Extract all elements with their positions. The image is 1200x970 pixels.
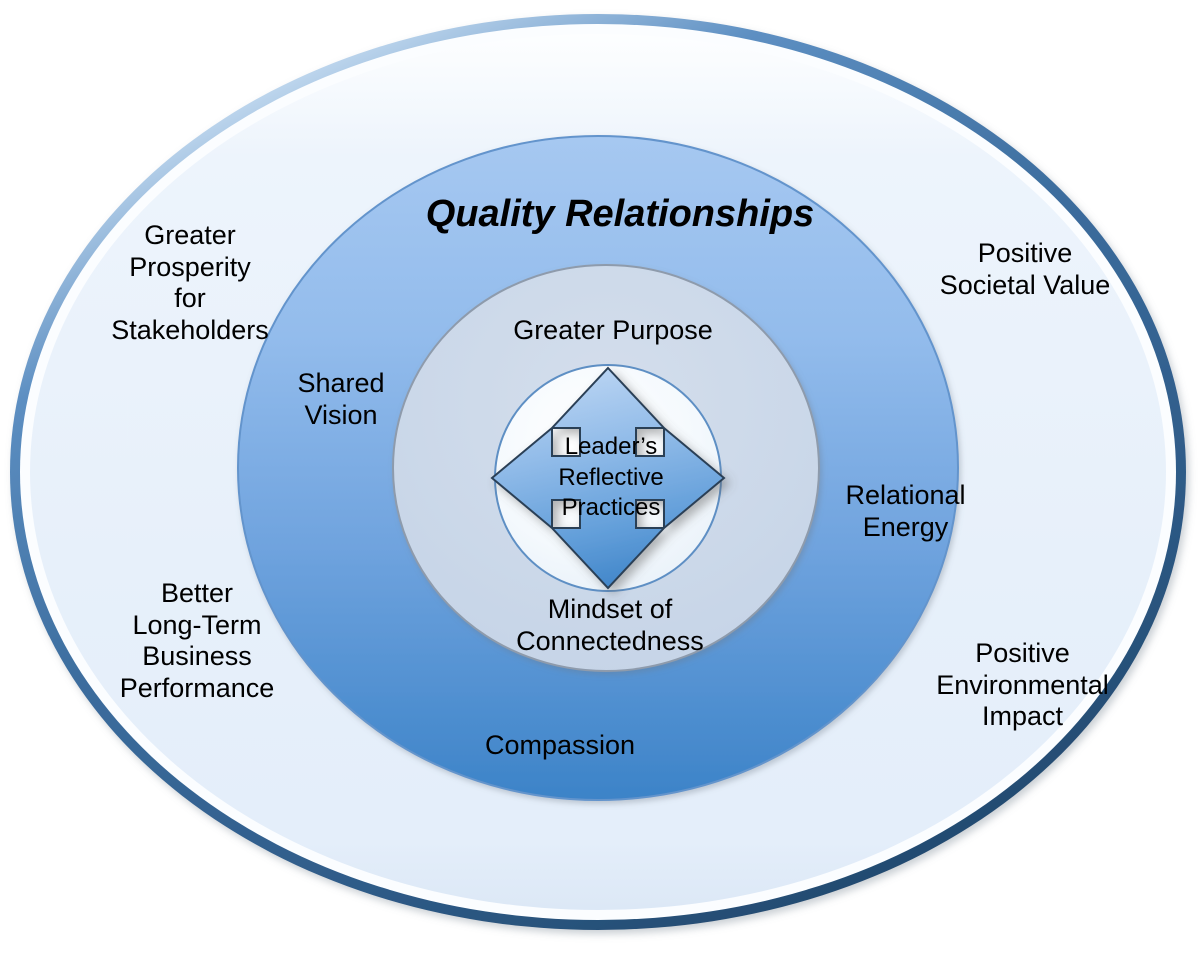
ring-label-compassion: Compassion [484,730,636,760]
four-way-arrow-icon [490,366,726,590]
outer-label-positive-societal-value: Positive Societal Value [939,238,1111,300]
middle-label-greater-purpose: Greater Purpose [513,315,713,345]
outer-label-better-long-term-performance: Better Long-Term Business Performance [119,578,275,703]
outer-label-positive-environmental-impact: Positive Environmental Impact [936,638,1109,732]
diagram-title: Quality Relationships [425,193,815,235]
core-label-leaders-reflective-practices: Leader’s Reflective Practices [558,433,664,522]
ring-label-shared-vision: Shared Vision [297,368,385,430]
ring-label-relational-energy: Relational Energy [845,480,966,542]
outer-ellipse [10,14,1186,930]
middle-label-mindset-of-connectedness: Mindset of Connectedness [516,594,704,656]
outer-label-greater-prosperity: Greater Prosperity for Stakeholders [111,220,269,345]
